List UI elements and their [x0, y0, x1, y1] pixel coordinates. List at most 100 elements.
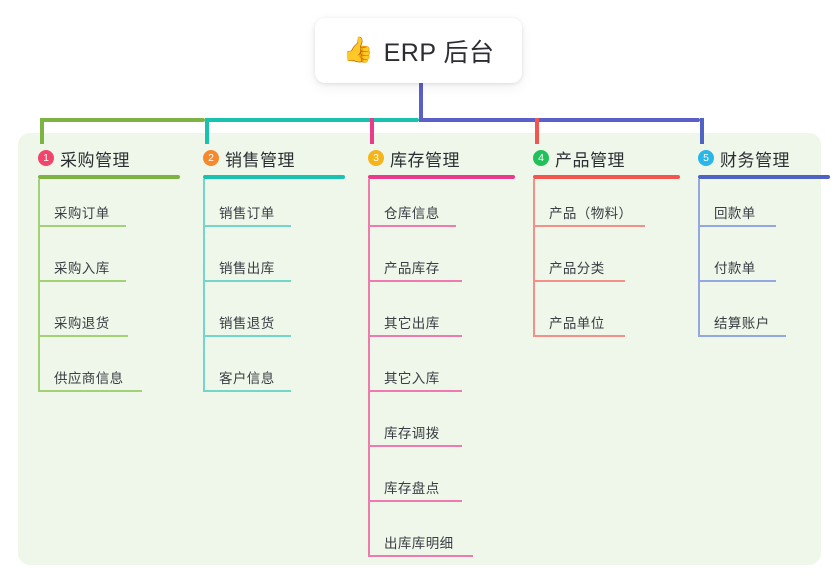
list-item-label: 销售退货	[219, 316, 275, 331]
list-item[interactable]: 销售订单	[203, 179, 353, 234]
column-index-badge: 2	[203, 150, 219, 166]
list-item-label: 产品库存	[384, 261, 440, 276]
list-item[interactable]: 采购退货	[38, 289, 188, 344]
column-items: 采购订单采购入库采购退货供应商信息	[38, 179, 188, 399]
list-item[interactable]: 产品单位	[533, 289, 688, 344]
list-item-rule	[698, 280, 776, 282]
list-item-rule	[38, 390, 142, 392]
connector-drop-1	[40, 118, 44, 144]
list-item-label: 采购入库	[54, 261, 110, 276]
connector-drop-4	[535, 118, 539, 144]
list-item[interactable]: 采购订单	[38, 179, 188, 234]
list-item-label: 库存盘点	[384, 481, 440, 496]
root-node[interactable]: 👍 ERP 后台	[315, 18, 522, 83]
root-connector-stem	[419, 83, 423, 122]
list-item-label: 仓库信息	[384, 206, 440, 221]
diagram-panel	[18, 133, 821, 565]
list-item-label: 产品分类	[549, 261, 605, 276]
list-item-rule	[368, 390, 462, 392]
column-title: 采购管理	[60, 150, 130, 170]
connector-drop-5	[700, 118, 704, 144]
list-item-rule	[368, 555, 473, 557]
column-header-rule	[38, 175, 180, 179]
list-item[interactable]: 产品（物料）	[533, 179, 688, 234]
page-title: ERP 后台	[383, 38, 495, 67]
list-item-label: 客户信息	[219, 371, 275, 386]
list-item[interactable]: 产品分类	[533, 234, 688, 289]
column-header-rule	[203, 175, 345, 179]
list-item-label: 供应商信息	[54, 371, 124, 386]
list-item[interactable]: 客户信息	[203, 344, 353, 399]
list-item-rule	[368, 335, 462, 337]
list-item-label: 采购退货	[54, 316, 110, 331]
column-header-rule	[368, 175, 515, 179]
list-item[interactable]: 采购入库	[38, 234, 188, 289]
column-stem	[38, 179, 40, 392]
column-header-rule	[533, 175, 680, 179]
column-stem	[368, 179, 370, 557]
list-item-label: 产品（物料）	[549, 206, 633, 221]
list-item-rule	[698, 335, 786, 337]
list-item[interactable]: 付款单	[698, 234, 838, 289]
column-items: 回款单付款单结算账户	[698, 179, 838, 344]
list-item[interactable]: 结算账户	[698, 289, 838, 344]
list-item-rule	[698, 225, 776, 227]
connector-drop-3	[370, 118, 374, 144]
column-2: 2 销售管理销售订单销售出库销售退货客户信息	[203, 146, 353, 399]
list-item-label: 采购订单	[54, 206, 110, 221]
list-item-label: 库存调拨	[384, 426, 440, 441]
column-header-1[interactable]: 1 采购管理	[38, 146, 188, 170]
list-item-rule	[203, 390, 291, 392]
column-stem	[203, 179, 205, 392]
column-items: 产品（物料） 产品分类产品单位	[533, 179, 688, 344]
list-item[interactable]: 仓库信息	[368, 179, 523, 234]
connector-drop-2	[205, 118, 209, 144]
list-item-rule	[533, 335, 625, 337]
list-item-label: 其它出库	[384, 316, 440, 331]
list-item[interactable]: 库存调拨	[368, 399, 523, 454]
connector-bar-segment-1	[40, 118, 205, 122]
column-index-badge: 3	[368, 150, 384, 166]
list-item[interactable]: 销售出库	[203, 234, 353, 289]
list-item-rule	[368, 280, 462, 282]
column-items: 仓库信息产品库存其它出库其它入库库存调拨库存盘点出库库明细	[368, 179, 523, 564]
connector-bar-segment-2	[205, 118, 419, 122]
list-item[interactable]: 其它出库	[368, 289, 523, 344]
column-index-badge: 5	[698, 150, 714, 166]
list-item[interactable]: 供应商信息	[38, 344, 188, 399]
column-items: 销售订单销售出库销售退货客户信息	[203, 179, 353, 399]
list-item-label: 回款单	[714, 206, 756, 221]
column-header-4[interactable]: 4 产品管理	[533, 146, 688, 170]
list-item-rule	[533, 280, 625, 282]
column-stem	[698, 179, 700, 337]
list-item-rule	[38, 280, 126, 282]
list-item-rule	[203, 225, 291, 227]
column-stem	[533, 179, 535, 337]
column-header-2[interactable]: 2 销售管理	[203, 146, 353, 170]
column-1: 1 采购管理采购订单采购入库采购退货供应商信息	[38, 146, 188, 399]
column-header-rule	[698, 175, 830, 179]
column-title: 产品管理	[555, 150, 625, 170]
list-item-rule	[368, 445, 462, 447]
list-item-rule	[38, 225, 126, 227]
column-4: 4 产品管理产品（物料） 产品分类产品单位	[533, 146, 688, 344]
list-item-rule	[38, 335, 128, 337]
list-item[interactable]: 回款单	[698, 179, 838, 234]
list-item-rule	[203, 335, 291, 337]
list-item[interactable]: 库存盘点	[368, 454, 523, 509]
list-item[interactable]: 产品库存	[368, 234, 523, 289]
list-item[interactable]: 其它入库	[368, 344, 523, 399]
column-index-badge: 4	[533, 150, 549, 166]
list-item-label: 其它入库	[384, 371, 440, 386]
column-index-badge: 1	[38, 150, 54, 166]
list-item[interactable]: 出库库明细	[368, 509, 523, 564]
list-item-rule	[533, 225, 645, 227]
list-item-label: 付款单	[714, 261, 756, 276]
column-title: 销售管理	[225, 150, 295, 170]
list-item[interactable]: 销售退货	[203, 289, 353, 344]
